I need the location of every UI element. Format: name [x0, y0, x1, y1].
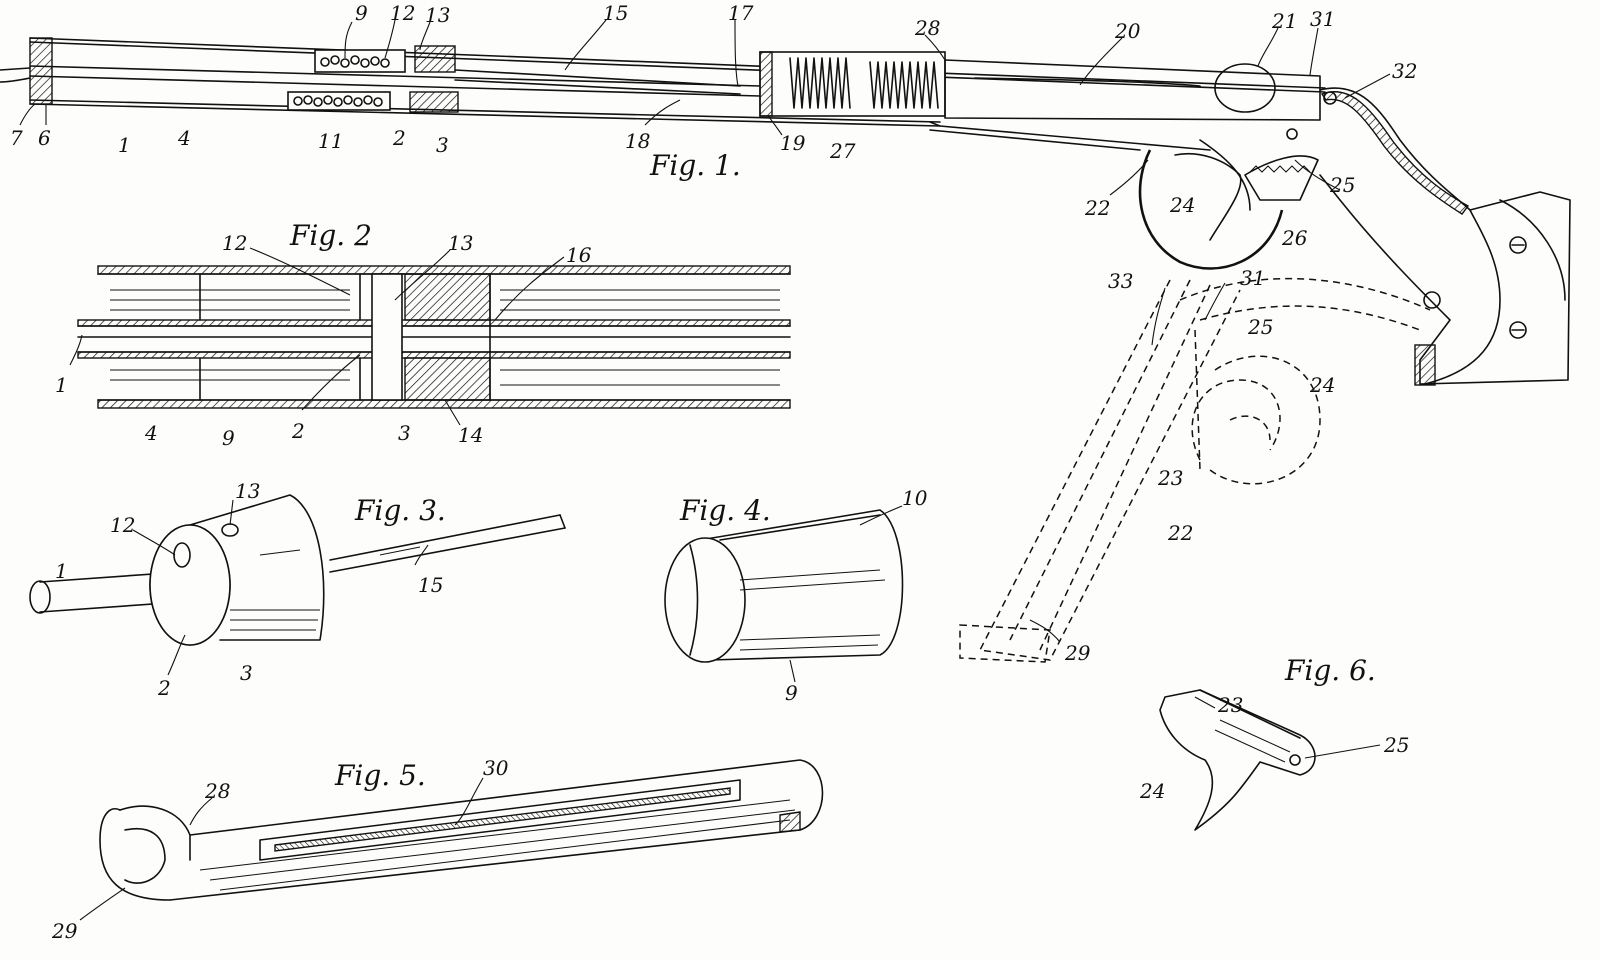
figure-2-section [77, 265, 791, 409]
figure-titles: Fig. 1. Fig. 2 Fig. 3. Fig. 4. Fig. 5. F… [289, 149, 1376, 792]
figure-2-title: Fig. 2 [289, 219, 372, 252]
reference-numerals: 9 12 13 15 17 28 20 21 31 32 7 6 1 4 11 … [10, 1, 1417, 943]
figure-3-title: Fig. 3. [354, 494, 446, 527]
ref-label: 23 [1217, 693, 1243, 717]
figure-3-perspective [29, 494, 566, 646]
ref-label: 3 [436, 133, 449, 157]
figure-6-trigger [1159, 689, 1316, 831]
lever-dashed-position [959, 277, 1431, 663]
shot-pellets-lower [293, 95, 383, 107]
ref-label: 15 [418, 573, 443, 597]
figure-4-sleeve [664, 509, 904, 663]
ref-label: 27 [829, 139, 856, 163]
ref-label: 20 [1114, 19, 1141, 43]
ref-label: 7 [10, 126, 23, 150]
ref-label: 3 [398, 421, 411, 445]
ref-label: 23 [1157, 466, 1183, 490]
ref-label: 12 [222, 231, 247, 255]
ref-label: 11 [318, 129, 343, 153]
figure-1-title: Fig. 1. [649, 149, 741, 182]
ref-label: 31 [1240, 266, 1265, 290]
ref-label: 2 [291, 419, 305, 443]
ref-label: 25 [1329, 173, 1355, 197]
ref-label: 31 [1310, 7, 1335, 31]
ref-label: 1 [55, 373, 68, 397]
ref-label: 14 [458, 423, 483, 447]
ref-label: 29 [1064, 641, 1091, 665]
ref-label: 26 [1281, 226, 1308, 250]
ref-label: 28 [914, 16, 940, 40]
ref-label: 18 [625, 129, 650, 153]
ref-label: 13 [425, 3, 450, 27]
ref-label: 29 [51, 919, 78, 943]
ref-label: 9 [222, 426, 235, 450]
figure-6-title: Fig. 6. [1284, 654, 1376, 687]
figure-5-forearm [99, 759, 824, 901]
ref-label: 25 [1383, 733, 1409, 757]
ref-label: 22 [1084, 196, 1110, 220]
ref-label: 32 [1392, 59, 1417, 83]
figure-5-title: Fig. 5. [334, 759, 426, 792]
ref-label: 21 [1271, 9, 1297, 33]
ref-label: 13 [448, 231, 473, 255]
spring-coils [789, 57, 939, 109]
figure-4-title: Fig. 4. [679, 494, 771, 527]
ref-label: 22 [1167, 521, 1193, 545]
shot-pellets-upper [320, 55, 390, 68]
ref-label: 15 [603, 1, 628, 25]
ref-label: 28 [204, 779, 230, 803]
ref-label: 4 [144, 421, 158, 445]
ref-label: 10 [902, 486, 928, 510]
ref-label: 6 [38, 126, 51, 150]
ref-label: 4 [177, 126, 191, 150]
ref-label: 19 [780, 131, 806, 155]
ref-label: 9 [355, 1, 368, 25]
ref-label: 17 [728, 1, 754, 25]
ref-label: 24 [1169, 193, 1195, 217]
ref-label: 24 [1309, 373, 1335, 397]
ref-label: 13 [235, 479, 260, 503]
ref-label: 12 [110, 513, 135, 537]
ref-label: 2 [392, 126, 406, 150]
ref-label: 1 [118, 133, 131, 157]
ref-label: 24 [1139, 779, 1165, 803]
ref-label: 1 [55, 559, 68, 583]
ref-label: 2 [157, 676, 171, 700]
ref-label: 33 [1108, 269, 1133, 293]
ref-label: 3 [240, 661, 253, 685]
ref-label: 16 [566, 243, 592, 267]
ref-label: 12 [390, 1, 415, 25]
ref-label: 25 [1247, 315, 1273, 339]
figure-1-gun-section [0, 37, 1571, 663]
leader-lines [19, 19, 1391, 921]
ref-label: 30 [483, 756, 509, 780]
ref-label: 9 [785, 681, 798, 705]
